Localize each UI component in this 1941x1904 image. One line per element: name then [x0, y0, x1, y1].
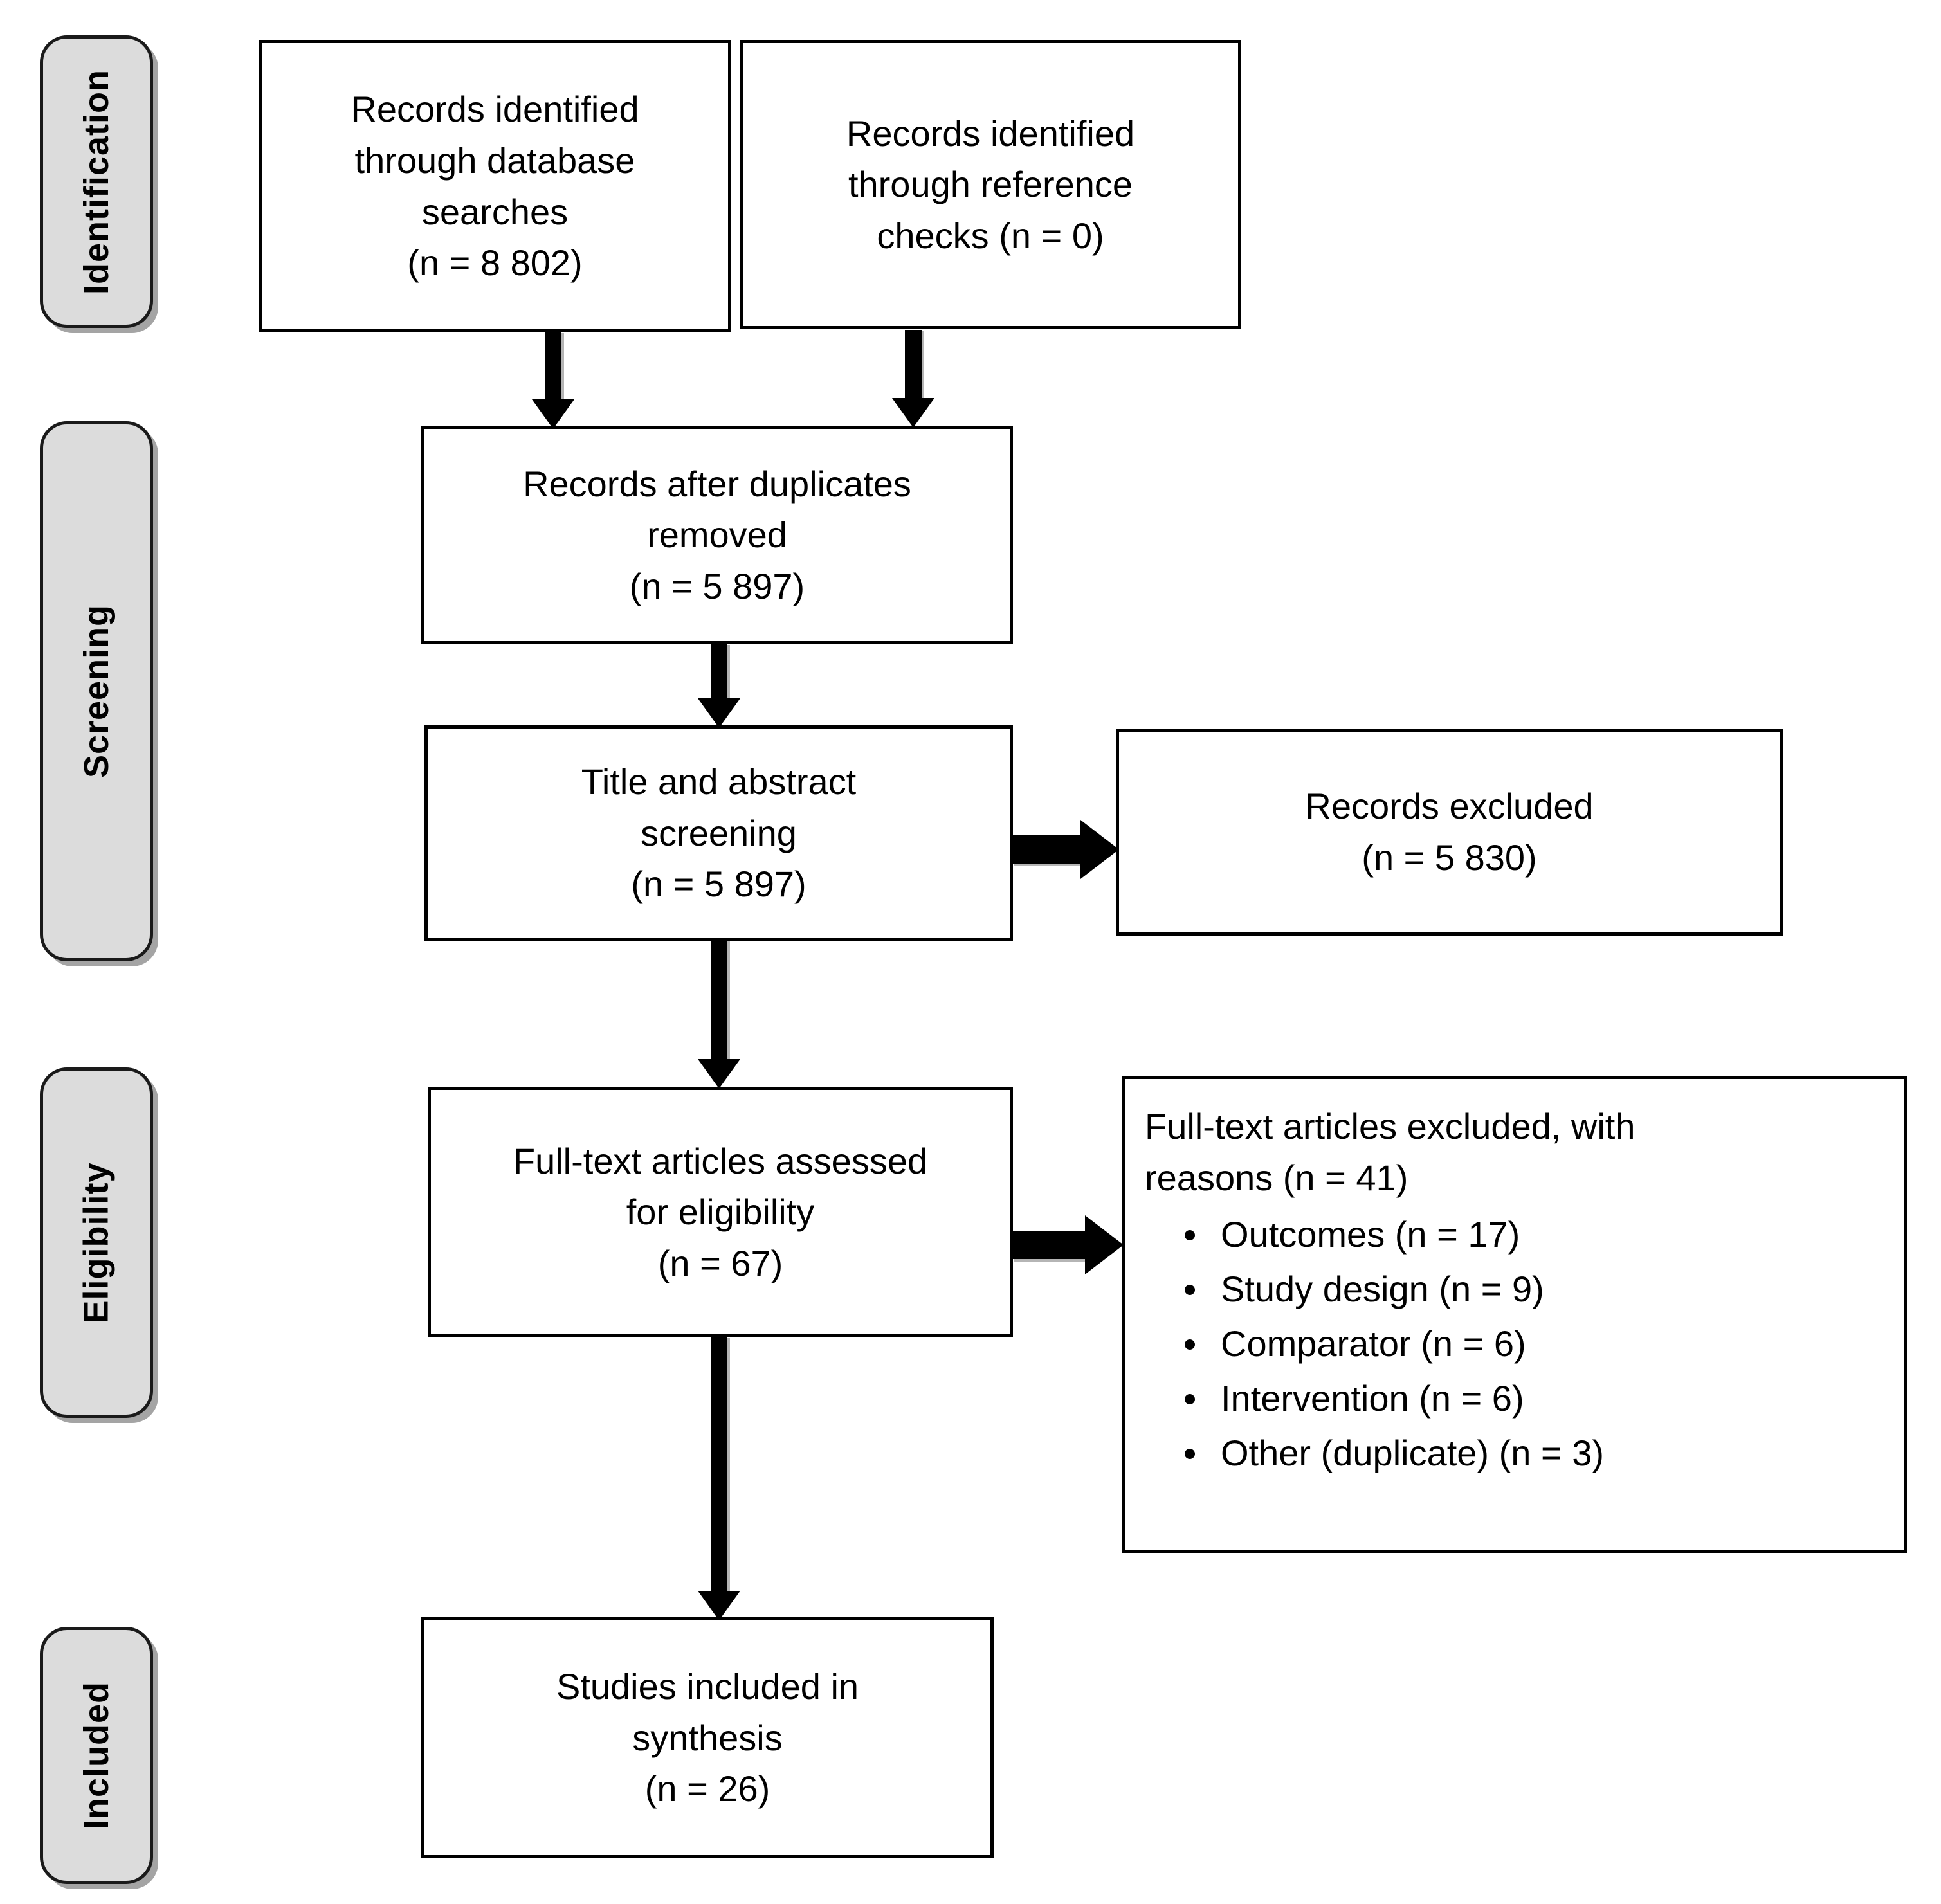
arrow-screening-to-records-excluded: [1013, 820, 1119, 879]
box-line: (n = 5 897): [631, 864, 806, 905]
list-item: Intervention (n = 6): [1184, 1371, 1604, 1426]
stage-pill-identification: Identification: [40, 35, 153, 328]
list-item: Other (duplicate) (n = 3): [1184, 1426, 1604, 1480]
list-item: Comparator (n = 6): [1184, 1316, 1604, 1371]
box-line: Records excluded: [1305, 786, 1594, 827]
stage-label-eligibility: Eligibility: [77, 1161, 116, 1324]
box-line: through database: [354, 140, 635, 181]
arrow-fulltext-to-included: [693, 1337, 745, 1620]
box-records-identified-reference: Records identified through reference che…: [740, 40, 1241, 329]
box-line: through reference: [848, 164, 1133, 205]
box-line: searches: [421, 191, 569, 232]
stage-label-identification: Identification: [77, 69, 116, 295]
arrow-screening-to-fulltext: [693, 941, 745, 1089]
box-fulltext-assessed-eligibility: Full-text articles assessed for eligibil…: [428, 1087, 1013, 1337]
stage-label-included: Included: [77, 1681, 116, 1830]
stage-pill-screening: Screening: [40, 421, 153, 961]
stage-pill-included: Included: [40, 1627, 153, 1884]
box-line: for eligibility: [626, 1192, 815, 1233]
arrow-fulltext-to-fulltext-excluded: [1013, 1215, 1124, 1274]
box-records-excluded: Records excluded (n = 5 830): [1116, 729, 1783, 936]
box-records-identified-database: Records identified through database sear…: [259, 40, 731, 332]
box-studies-included-in-synthesis: Studies included in synthesis (n = 26): [421, 1617, 994, 1858]
box-line: Full-text articles excluded, with: [1145, 1106, 1636, 1147]
arrow-reference-to-duplicates: [888, 330, 939, 428]
box-title-abstract-screening: Title and abstract screening (n = 5 897): [424, 725, 1013, 941]
box-line: checks (n = 0): [877, 215, 1104, 256]
box-line: (n = 5 830): [1362, 837, 1537, 878]
box-records-after-duplicates-removed: Records after duplicates removed (n = 5 …: [421, 426, 1013, 644]
box-line: Records identified: [846, 113, 1135, 154]
box-line: (n = 67): [657, 1242, 783, 1283]
exclusion-reason-list: Outcomes (n = 17) Study design (n = 9) C…: [1145, 1207, 1604, 1481]
list-item: Study design (n = 9): [1184, 1262, 1604, 1316]
arrow-database-to-duplicates: [527, 332, 579, 429]
arrow-duplicates-to-screening: [693, 644, 745, 728]
box-line: Full-text articles assessed: [513, 1140, 928, 1181]
box-line: (n = 26): [644, 1768, 770, 1809]
box-line: Title and abstract: [581, 761, 857, 802]
box-line: removed: [647, 514, 787, 556]
box-line: Studies included in: [556, 1666, 859, 1707]
box-line: (n = 8 802): [407, 242, 583, 284]
box-fulltext-excluded-with-reasons: Full-text articles excluded, with reason…: [1122, 1076, 1907, 1553]
stage-pill-eligibility: Eligibility: [40, 1067, 153, 1418]
box-line: Records identified: [351, 89, 639, 130]
box-line: Records after duplicates: [523, 463, 911, 504]
stage-label-screening: Screening: [77, 604, 116, 779]
box-line: synthesis: [632, 1717, 783, 1758]
list-item: Outcomes (n = 17): [1184, 1207, 1604, 1262]
box-line: (n = 5 897): [629, 565, 805, 606]
box-line: reasons (n = 41): [1145, 1157, 1408, 1198]
box-line: screening: [641, 812, 797, 853]
